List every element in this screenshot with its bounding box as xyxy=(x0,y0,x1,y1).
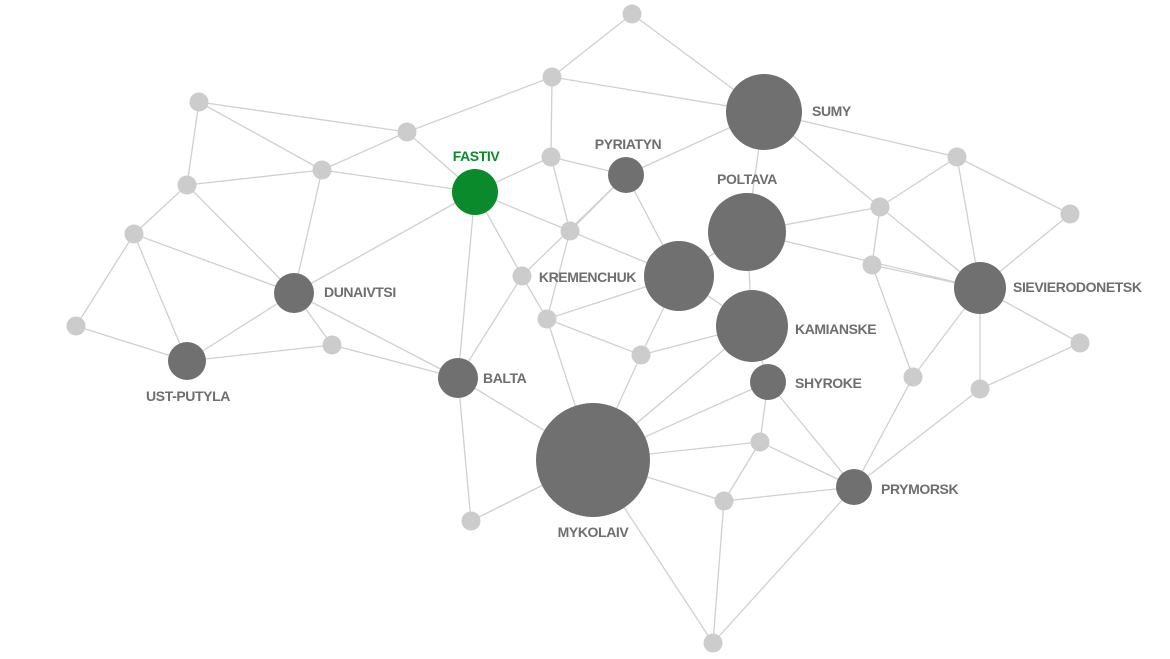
junction-node-n957 xyxy=(947,147,967,167)
junction-node-n570 xyxy=(560,221,580,241)
edge-n552-n551 xyxy=(550,76,553,158)
edge-n134-ust_putyla xyxy=(133,233,188,362)
edge-dunaivtsi-fastiv xyxy=(293,191,476,294)
edge-n724-n713 xyxy=(712,500,725,644)
city-label-prymorsk: PRYMORSK xyxy=(881,481,958,497)
edge-n724-prymorsk xyxy=(723,486,855,502)
edge-n913-prymorsk xyxy=(853,376,914,488)
city-node-prymorsk xyxy=(836,469,872,505)
edge-ust_putyla-n332 xyxy=(186,344,333,362)
city-node-kremenchuk xyxy=(644,241,714,311)
junction-node-n880 xyxy=(870,197,890,217)
edge-n407-n322 xyxy=(321,131,408,171)
junction-node-n407 xyxy=(397,122,417,142)
city-label-balta: BALTA xyxy=(483,370,527,386)
junction-node-n760 xyxy=(750,432,770,452)
city-node-dunaivtsi xyxy=(274,273,314,313)
city-label-pyriatyn: PYRIATYN xyxy=(595,136,662,152)
edge-n880-n872 xyxy=(871,206,881,266)
junction-node-n471 xyxy=(461,511,481,531)
edge-n957-n880 xyxy=(879,156,958,208)
junction-node-top xyxy=(622,4,642,24)
city-node-balta xyxy=(438,358,478,398)
city-label-shyroke: SHYROKE xyxy=(795,375,861,391)
edge-top-n552 xyxy=(551,13,633,78)
junction-node-n713 xyxy=(703,633,723,653)
junction-node-n641 xyxy=(631,345,651,365)
edge-n1080-n980 xyxy=(979,342,1081,390)
junction-node-n199 xyxy=(189,92,209,112)
edge-n187-n134 xyxy=(133,184,188,235)
city-label-ust-putyla: UST-PUTYLA xyxy=(146,388,230,404)
junction-node-n76 xyxy=(66,316,86,336)
edge-balta-n471 xyxy=(457,377,472,522)
junction-node-n187 xyxy=(177,175,197,195)
city-node-ust-putyla xyxy=(168,342,206,380)
edge-n872-n913 xyxy=(871,264,914,378)
edge-n547-n641 xyxy=(546,318,642,356)
edge-n199-n407 xyxy=(198,101,408,133)
junction-node-n552 xyxy=(542,67,562,87)
edge-n760-n724 xyxy=(723,441,761,502)
city-node-mykolaiv xyxy=(536,403,650,517)
edge-n322-fastiv xyxy=(321,169,476,193)
city-node-shyroke xyxy=(750,364,786,400)
junction-node-n322 xyxy=(312,160,332,180)
city-label-kremenchuk: KREMENCHUK xyxy=(539,269,636,285)
edge-ust_putyla-dunaivtsi xyxy=(186,292,295,362)
edge-n134-dunaivtsi xyxy=(133,233,295,294)
junction-node-n980 xyxy=(970,379,990,399)
edge-n552-n407 xyxy=(406,76,553,133)
edge-n76-ust_putyla xyxy=(75,325,188,362)
edge-n187-dunaivtsi xyxy=(186,184,295,294)
edge-n134-n76 xyxy=(75,233,135,327)
city-label-sumy: SUMY xyxy=(812,103,852,119)
junction-node-n724 xyxy=(714,491,734,511)
nodes-layer xyxy=(66,4,1090,653)
edge-n980-prymorsk xyxy=(853,388,981,488)
junction-node-n332 xyxy=(322,335,342,355)
city-label-kamianske: KAMIANSKE xyxy=(795,321,876,337)
city-label-fastiv: FASTIV xyxy=(453,148,501,164)
edge-shyroke-prymorsk xyxy=(767,381,855,488)
edge-n570-n547 xyxy=(546,230,571,320)
edge-n957-n1070 xyxy=(956,156,1071,215)
edge-n187-n322 xyxy=(186,169,323,186)
labels-layer: SUMY POLTAVA KAMIANSKE KREMENCHUK MYKOLAIV SI… xyxy=(146,103,1142,540)
edge-n332-balta xyxy=(331,344,459,379)
junction-node-n134 xyxy=(124,224,144,244)
edge-poltava-sievierodonetsk xyxy=(746,231,981,289)
junction-node-n551 xyxy=(541,147,561,167)
edge-n551-n570 xyxy=(550,156,571,232)
city-label-sievierodonetsk: SIEVIERODONETSK xyxy=(1013,279,1142,295)
edge-n713-prymorsk xyxy=(712,486,855,644)
edge-n322-dunaivtsi xyxy=(293,169,323,294)
city-label-dunaivtsi: DUNAIVTSI xyxy=(324,284,396,300)
edges-layer xyxy=(75,13,1081,644)
edge-fastiv-balta xyxy=(457,191,476,379)
city-node-sumy xyxy=(726,74,802,150)
junction-node-n872 xyxy=(862,255,882,275)
city-node-sievierodonetsk xyxy=(954,262,1006,314)
city-node-pyriatyn xyxy=(608,157,644,193)
city-label-mykolaiv: MYKOLAIV xyxy=(558,524,630,540)
city-node-poltava xyxy=(708,193,786,271)
edge-n522-balta xyxy=(457,275,523,379)
edge-dunaivtsi-balta xyxy=(293,292,459,379)
city-node-kamianske xyxy=(716,290,788,362)
junction-node-n547 xyxy=(537,309,557,329)
edge-n199-n187 xyxy=(186,101,200,186)
city-label-poltava: POLTAVA xyxy=(717,171,777,187)
junction-node-n1070 xyxy=(1060,204,1080,224)
junction-node-n522 xyxy=(512,266,532,286)
junction-node-n1080 xyxy=(1070,333,1090,353)
city-node-fastiv xyxy=(452,169,498,215)
junction-node-n913 xyxy=(903,367,923,387)
edge-n199-n322 xyxy=(198,101,323,171)
